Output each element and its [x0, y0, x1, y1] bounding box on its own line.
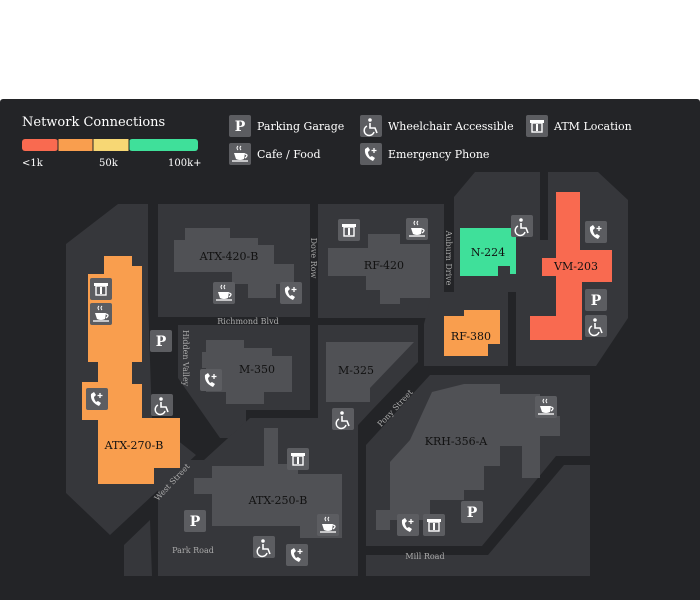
cafe-icon[interactable]	[405, 217, 429, 241]
building-label: RF-420	[364, 259, 404, 272]
atm-icon[interactable]	[89, 277, 113, 301]
scale-segment-mid-low	[58, 139, 93, 151]
scale-segment-low	[22, 139, 58, 151]
block-south-far	[124, 520, 152, 576]
legend-item-phone: Emergency Phone	[360, 143, 489, 165]
parking-icon[interactable]	[150, 330, 172, 352]
building-label: N-224	[471, 246, 505, 259]
building-label: RF-380	[451, 330, 491, 343]
road-label-park: Park Road	[172, 546, 214, 555]
cafe-icon	[229, 143, 251, 165]
road-label-auburn: Auburn Drive	[444, 230, 453, 286]
phone-icon[interactable]	[279, 281, 303, 305]
legend-item-atm: ATM Location	[526, 115, 632, 137]
cafe-icon[interactable]	[534, 395, 558, 419]
scale-label-mid: 50k	[99, 158, 118, 169]
campus-map: P ATX-420-B R	[0, 99, 700, 600]
road-label-mill: Mill Road	[405, 552, 444, 561]
phone-icon[interactable]	[285, 543, 309, 567]
building-N-224[interactable]: N-224	[460, 228, 516, 276]
road-label-hidden: Hidden Valley	[181, 330, 190, 387]
legend-item-accessible: Wheelchair Accessible	[360, 115, 514, 137]
road-label-dove: Dove Row	[309, 238, 318, 279]
building-label: ATX-270-B	[104, 439, 164, 452]
wheelchair-icon[interactable]	[331, 407, 355, 431]
wheelchair-icon[interactable]	[510, 214, 534, 238]
parking-icon	[229, 115, 251, 137]
atm-icon[interactable]	[286, 447, 310, 471]
legend-item-label: ATM Location	[554, 119, 632, 133]
building-M-325[interactable]: M-325	[326, 342, 414, 402]
legend-item-parking: Parking Garage	[229, 115, 344, 137]
phone-icon	[360, 143, 382, 165]
atm-icon[interactable]	[422, 513, 446, 537]
scale-segment-high	[129, 139, 198, 151]
building-label: M-350	[239, 363, 275, 376]
parking-icon[interactable]	[585, 289, 607, 311]
block-se-far	[366, 465, 590, 576]
atm-icon[interactable]	[337, 218, 361, 242]
building-label: KRH-356-A	[425, 435, 489, 448]
phone-icon[interactable]	[199, 368, 223, 392]
building-label: M-325	[338, 364, 374, 377]
parking-icon[interactable]	[461, 501, 483, 523]
building-label: ATX-420-B	[199, 250, 259, 263]
cafe-icon[interactable]	[212, 281, 236, 305]
building-KRH-356-A[interactable]: KRH-356-A	[376, 384, 560, 530]
building-label: ATX-250-B	[248, 494, 308, 507]
legend-item-label: Emergency Phone	[388, 147, 490, 161]
building-ATX-420-B[interactable]: ATX-420-B	[174, 228, 294, 298]
cafe-icon[interactable]	[89, 302, 113, 326]
phone-icon[interactable]	[584, 220, 608, 244]
legend-item-label: Wheelchair Accessible	[388, 119, 514, 133]
building-label: VM-203	[553, 260, 598, 273]
legend-title: Network Connections	[22, 115, 166, 130]
cafe-icon[interactable]	[316, 513, 340, 537]
scale-label-min: <1k	[22, 158, 43, 169]
wheelchair-icon[interactable]	[252, 535, 276, 559]
scale-segment-mid	[93, 139, 129, 151]
building-RF-420[interactable]: RF-420	[328, 234, 430, 304]
connection-scale	[22, 139, 198, 151]
map-canvas: P ATX-420-B R	[66, 172, 628, 576]
wheelchair-icon[interactable]	[584, 314, 608, 338]
building-RF-380[interactable]: RF-380	[444, 310, 500, 356]
legend-item-label: Cafe / Food	[257, 147, 321, 161]
phone-icon[interactable]	[396, 513, 420, 537]
building-M-350[interactable]: M-350	[202, 340, 292, 404]
building-ATX-250-B[interactable]: ATX-250-B	[194, 428, 342, 538]
phone-icon[interactable]	[85, 387, 109, 411]
building-VM-203[interactable]: VM-203	[530, 192, 612, 340]
wheelchair-icon	[360, 115, 382, 137]
atm-icon	[526, 115, 548, 137]
legend-item-cafe: Cafe / Food	[229, 143, 321, 165]
parking-icon[interactable]	[184, 510, 206, 532]
scale-label-max: 100k+	[168, 158, 202, 169]
legend-item-label: Parking Garage	[257, 119, 345, 133]
wheelchair-icon[interactable]	[150, 393, 174, 417]
road-label-richmond: Richmond Blvd	[217, 317, 279, 326]
